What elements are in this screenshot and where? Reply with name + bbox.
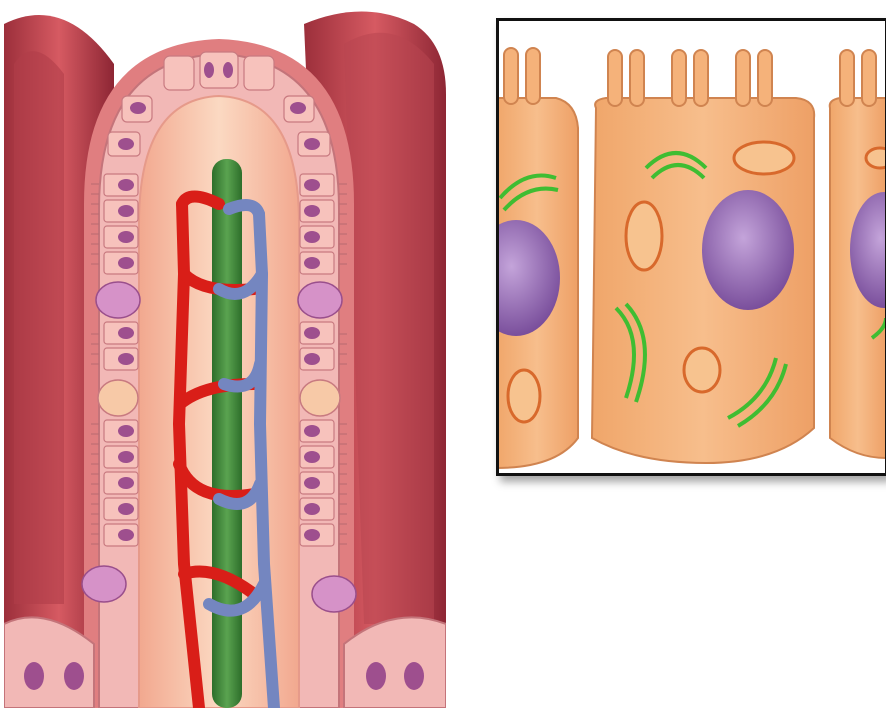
enterocyte-center [592, 50, 814, 463]
enterocyte-right [830, 50, 886, 458]
epithelial-nuclei-right [304, 179, 320, 541]
lacteal [212, 159, 242, 708]
epithelial-nuclei-left [118, 179, 134, 541]
villus-illustration [4, 4, 446, 708]
nucleus-center [702, 190, 794, 310]
enterocyte-closeup [496, 18, 886, 474]
enterocyte-left [496, 48, 578, 468]
